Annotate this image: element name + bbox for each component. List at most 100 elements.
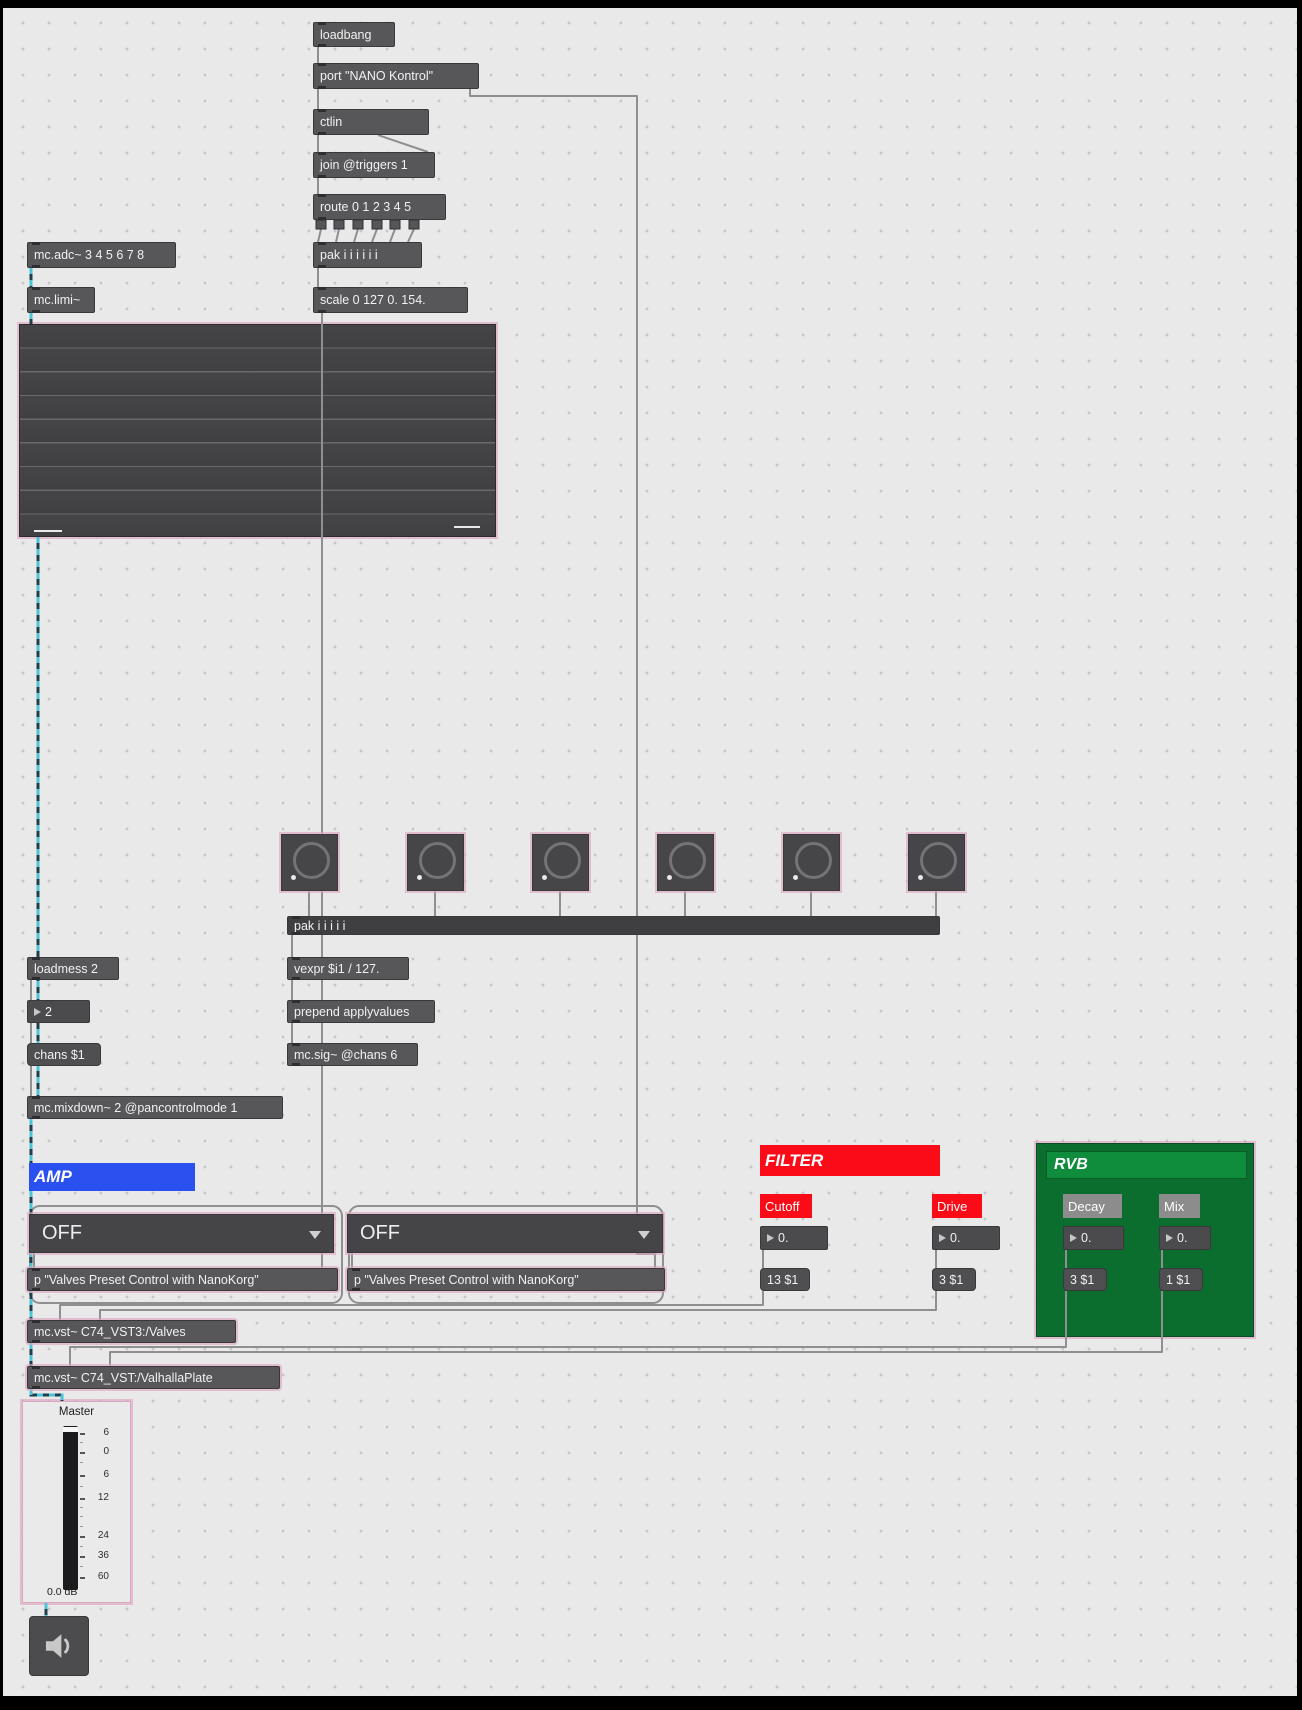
dial-1[interactable]	[281, 834, 338, 891]
dial-needle-icon	[417, 875, 422, 880]
object-text: pak i i i i i i	[320, 248, 378, 262]
object-text: mc.adc~ 3 4 5 6 7 8	[34, 248, 145, 262]
window-bottom-border	[0, 1696, 1302, 1710]
mc-sig-object[interactable]: mc.sig~ @chans 6	[287, 1043, 418, 1066]
decay-numberbox[interactable]: 0.	[1063, 1226, 1124, 1250]
pak-object[interactable]: pak i i i i i i	[313, 242, 422, 268]
gain-tick-minor	[80, 1442, 83, 1443]
chans-message[interactable]: chans $1	[27, 1043, 101, 1066]
numberbox-triangle-icon	[1166, 1234, 1173, 1242]
amp-label: AMP	[29, 1163, 195, 1191]
preset-subpatcher-2[interactable]: p "Valves Preset Control with NanoKorg"	[347, 1268, 665, 1291]
dial-ring-icon	[669, 842, 706, 879]
object-text: pak i i i i i	[294, 918, 346, 933]
gain-tick-label: 60	[97, 1571, 109, 1582]
drive-message[interactable]: 3 $1	[932, 1268, 976, 1291]
numberbox-value: 0.	[778, 1231, 789, 1245]
numberbox-value: 0.	[1081, 1231, 1092, 1245]
vexpr-object[interactable]: vexpr $i1 / 127.	[287, 957, 409, 980]
message-text: chans $1	[34, 1047, 85, 1062]
filter-label: FILTER	[760, 1145, 940, 1176]
gain-tick-minor	[80, 1462, 83, 1463]
gain-tick-minor	[80, 1516, 83, 1517]
object-text: mc.sig~ @chans 6	[294, 1047, 398, 1062]
loadbang-object[interactable]: loadbang	[313, 22, 395, 47]
menu-selected-value: OFF	[360, 1222, 400, 1244]
gain-handle[interactable]	[63, 1427, 78, 1432]
gain-tick-label: 0	[103, 1446, 109, 1457]
scale-object[interactable]: scale 0 127 0. 154.	[313, 287, 468, 313]
object-text: mc.vst~ C74_VST3:/Valves	[34, 1324, 186, 1339]
rvb-title-text: RVB	[1054, 1156, 1088, 1173]
mix-numberbox[interactable]: 0.	[1159, 1226, 1211, 1250]
object-text: mc.mixdown~ 2 @pancontrolmode 1	[34, 1100, 238, 1115]
join-object[interactable]: join @triggers 1	[313, 152, 435, 178]
object-text: route 0 1 2 3 4 5	[320, 200, 412, 214]
chevron-down-icon	[638, 1230, 650, 1239]
vst-valhalla-object[interactable]: mc.vst~ C74_VST:/ValhallaPlate	[27, 1366, 280, 1389]
drive-numberbox[interactable]: 0.	[932, 1226, 1000, 1250]
cutoff-message[interactable]: 13 $1	[760, 1268, 810, 1291]
gain-track[interactable]	[63, 1426, 78, 1590]
prepend-object[interactable]: prepend applyvalues	[287, 1000, 435, 1023]
dial-6[interactable]	[908, 834, 965, 891]
preset-menu-1[interactable]: OFF	[29, 1214, 334, 1253]
dial-5[interactable]	[783, 834, 840, 891]
dial-ring-icon	[920, 842, 957, 879]
cutoff-numberbox[interactable]: 0.	[760, 1226, 828, 1250]
menu-selected-value: OFF	[42, 1222, 82, 1244]
preset-menu-2[interactable]: OFF	[347, 1214, 663, 1253]
mixdown-object[interactable]: mc.mixdown~ 2 @pancontrolmode 1	[27, 1096, 283, 1119]
ctlin-object[interactable]: ctlin	[313, 109, 429, 135]
audio-output-button[interactable]	[29, 1616, 89, 1676]
message-text: 3 $1	[1070, 1272, 1095, 1287]
object-text: loadbang	[320, 27, 372, 42]
object-text: scale 0 127 0. 154.	[320, 293, 426, 307]
dial-3[interactable]	[532, 834, 589, 891]
multislider-value-mark	[34, 530, 62, 532]
window-left-border	[0, 0, 3, 1710]
route-object[interactable]: route 0 1 2 3 4 5	[313, 194, 446, 220]
object-text: p "Valves Preset Control with NanoKorg"	[354, 1272, 579, 1287]
decay-label-text: Decay	[1068, 1198, 1105, 1214]
gain-tick-label: 36	[97, 1550, 109, 1561]
rvb-title: RVB	[1046, 1151, 1247, 1179]
pak-wide-object[interactable]: pak i i i i i	[287, 916, 940, 935]
loadmess-object[interactable]: loadmess 2	[27, 957, 119, 980]
mix-label: Mix	[1159, 1194, 1200, 1218]
dial-needle-icon	[793, 875, 798, 880]
dial-ring-icon	[419, 842, 456, 879]
numberbox-value: 0.	[1177, 1231, 1188, 1245]
gain-tick	[80, 1452, 85, 1454]
gain-tick	[80, 1577, 85, 1579]
dial-4[interactable]	[657, 834, 714, 891]
drive-label-text: Drive	[937, 1198, 968, 1214]
midi-port-object[interactable]: port "NANO Kontrol"	[313, 63, 479, 89]
dial-ring-icon	[293, 842, 330, 879]
preset-subpatcher-1[interactable]: p "Valves Preset Control with NanoKorg"	[27, 1268, 338, 1291]
gain-tick	[80, 1475, 85, 1477]
dial-2[interactable]	[407, 834, 464, 891]
multislider[interactable]	[19, 324, 496, 537]
dial-ring-icon	[544, 842, 581, 879]
amp-label-text: AMP	[34, 1167, 72, 1186]
gain-tick-minor	[80, 1507, 83, 1508]
object-text: mc.vst~ C74_VST:/ValhallaPlate	[34, 1370, 213, 1385]
master-gain-slider[interactable]: Master 6 0 6 12 24 36 60 0.0 dB	[22, 1401, 131, 1603]
mc-adc-object[interactable]: mc.adc~ 3 4 5 6 7 8	[27, 242, 176, 268]
drive-label: Drive	[932, 1194, 982, 1218]
gain-tick-label: 12	[97, 1492, 109, 1503]
mc-limi-object[interactable]: mc.limi~	[27, 287, 95, 313]
master-gain-title: Master	[58, 1406, 95, 1418]
window-right-border	[1297, 0, 1302, 1710]
object-text: vexpr $i1 / 127.	[294, 961, 380, 976]
object-text: mc.limi~	[34, 293, 81, 307]
decay-message[interactable]: 3 $1	[1063, 1268, 1107, 1291]
vst-valves-object[interactable]: mc.vst~ C74_VST3:/Valves	[27, 1320, 236, 1343]
channel-numberbox[interactable]: 2	[27, 1000, 90, 1023]
mix-message[interactable]: 1 $1	[1159, 1268, 1203, 1291]
gain-tick-minor	[80, 1546, 83, 1547]
gain-tick	[80, 1433, 85, 1435]
object-text: port "NANO Kontrol"	[320, 69, 434, 83]
object-text: ctlin	[320, 115, 343, 129]
